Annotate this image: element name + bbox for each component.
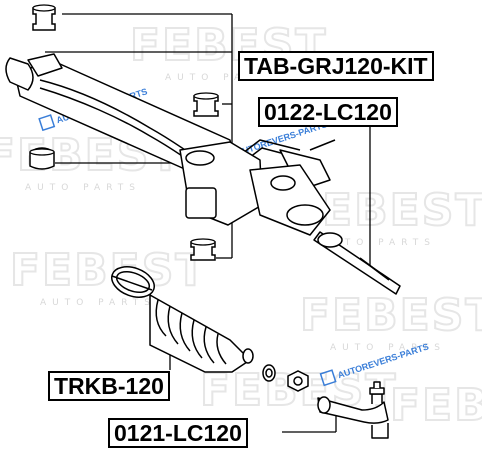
watermark-sub: AUTO PARTS xyxy=(40,298,156,308)
boot-clamp xyxy=(111,266,155,298)
boot-part-number: TRKB-120 xyxy=(48,371,170,401)
watermark-brand: FEBEST xyxy=(390,380,482,431)
bushing-right-upper xyxy=(193,92,219,117)
watermark-sub: AUTO PARTS xyxy=(25,183,141,193)
bushing-top xyxy=(32,4,56,31)
watermark-layer: FEBEST AUTO PARTS FEBEST AUTO PARTS FEBE… xyxy=(0,19,482,432)
watermark-brand: FEBEST xyxy=(10,245,207,296)
bushing-bottom xyxy=(190,238,216,261)
watermark-sub: AUTO PARTS xyxy=(330,343,446,353)
bushing-left-lower xyxy=(29,147,55,170)
lock-nut xyxy=(287,370,309,392)
tie-rod-end-part-number: 0121-LC120 xyxy=(108,418,248,448)
watermark-sub: AUTO PARTS xyxy=(320,238,436,248)
watermark-sub: AUTO PARTS xyxy=(165,73,281,83)
watermark-brand: FEBEST xyxy=(300,290,482,341)
small-clamp xyxy=(262,364,276,382)
rack-part-number: 0122-LC120 xyxy=(258,97,398,127)
kit-part-number: TAB-GRJ120-KIT xyxy=(238,51,434,81)
tie-rod-end xyxy=(317,381,389,439)
steering-rack-assembly xyxy=(5,53,401,295)
steering-boot xyxy=(149,293,254,373)
